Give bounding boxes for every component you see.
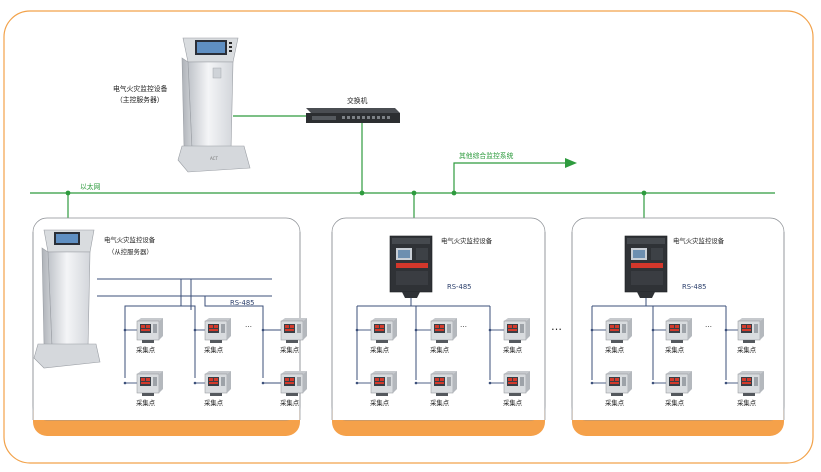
collection-point-label: 采集点: [503, 398, 523, 407]
collection-meter-icon: [503, 371, 530, 396]
collection-point-label: 采集点: [737, 345, 757, 354]
collection-point-label: 采集点: [605, 345, 625, 354]
station-panel: 电气火灾监控设备RS-485采集点采集点采集点采集点采集点采集点…: [331, 217, 546, 436]
collection-point-label: 采集点: [737, 398, 757, 407]
column-ellipsis: …: [705, 321, 712, 329]
collection-meter-icon: [204, 318, 231, 343]
monitoring-controller-icon: [624, 235, 668, 298]
collection-meter-icon: [204, 371, 231, 396]
collection-point-label: 采集点: [503, 345, 523, 354]
station-panel: 电气火灾监控设备（从控服务器）RS-485采集点采集点采集点采集点采集点采集点…: [32, 217, 307, 436]
collection-meter-icon: [605, 371, 632, 396]
svg-text:ACT: ACT: [210, 156, 218, 161]
main-server-icon: ACT: [177, 37, 251, 173]
arrow-head-icon: [565, 158, 577, 168]
collection-point-label: 采集点: [665, 345, 685, 354]
sub-server-role: （从控服务器）: [108, 247, 153, 256]
collection-point-label: 采集点: [605, 398, 625, 407]
network-switch-icon: [306, 108, 400, 123]
rs485-label: RS-485: [230, 299, 254, 307]
collection-point-label: 采集点: [280, 398, 300, 407]
collection-meter-icon: [737, 318, 764, 343]
collection-point-label: 采集点: [430, 345, 450, 354]
collection-point-label: 采集点: [370, 398, 390, 407]
collection-meter-icon: [503, 318, 530, 343]
network-nodes: [65, 190, 647, 196]
column-ellipsis: …: [460, 321, 467, 329]
collection-meter-icon: [430, 318, 457, 343]
collection-meter-icon: [430, 371, 457, 396]
collection-meter-icon: [370, 318, 397, 343]
collection-point-label: 采集点: [204, 345, 224, 354]
sub-server-icon: [33, 229, 101, 369]
between-groups-ellipsis-1: …: [551, 320, 562, 333]
rs485-label: RS-485: [682, 283, 706, 291]
collection-meter-icon: [665, 318, 692, 343]
rs485-label: RS-485: [447, 283, 471, 291]
collection-point-label: 采集点: [204, 398, 224, 407]
collection-meter-icon: [737, 371, 764, 396]
column-ellipsis: …: [245, 321, 252, 329]
rs485-bus: [97, 278, 272, 378]
other-systems-label: 其他综合监控系统: [459, 151, 514, 160]
rs485-bus: [356, 298, 491, 380]
collection-meter-icon: [280, 371, 307, 396]
sub-server-name: 电气火灾监控设备: [104, 235, 156, 244]
collection-point-label: 采集点: [370, 345, 390, 354]
main-server-name: 电气火灾监控设备: [113, 84, 168, 93]
rs485-bus: [591, 298, 727, 380]
main-server-role: （主控服务器）: [116, 95, 164, 104]
collection-meter-icon: [136, 371, 163, 396]
collection-meter-icon: [370, 371, 397, 396]
collection-point-label: 采集点: [665, 398, 685, 407]
collection-point-label: 采集点: [136, 398, 156, 407]
collection-point-label: 采集点: [430, 398, 450, 407]
collection-point-label: 采集点: [280, 345, 300, 354]
collection-meter-icon: [665, 371, 692, 396]
collection-meter-icon: [605, 318, 632, 343]
monitoring-controller-icon: [389, 235, 433, 298]
station-panel: 电气火灾监控设备RS-485采集点采集点采集点采集点采集点采集点…: [571, 217, 785, 436]
switch-label: 交换机: [347, 96, 368, 105]
collection-meter-icon: [136, 318, 163, 343]
ethernet-label: 以太网: [80, 182, 101, 191]
controller-name: 电气火灾监控设备: [441, 236, 493, 245]
collection-point-label: 采集点: [136, 345, 156, 354]
collection-meter-icon: [280, 318, 307, 343]
controller-name: 电气火灾监控设备: [673, 236, 725, 245]
